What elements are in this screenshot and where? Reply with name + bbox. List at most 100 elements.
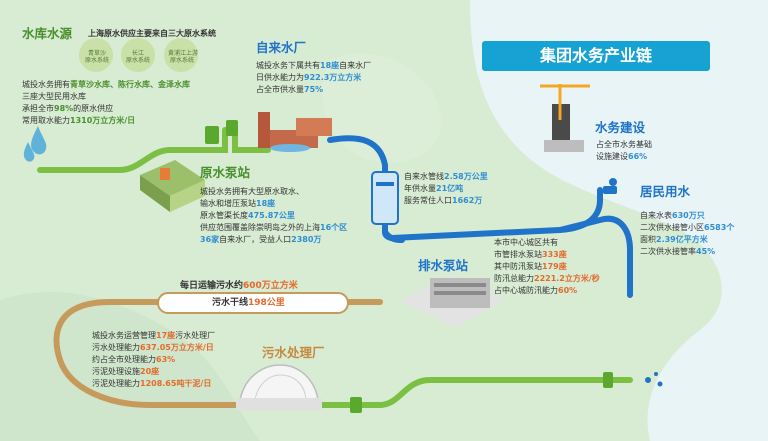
text: 城投水务运营管理: [92, 331, 156, 340]
network-line-2: 年供水量21亿吨: [404, 184, 463, 194]
text: 本市中心城区共有: [494, 238, 558, 247]
faucet-icon: [603, 178, 617, 194]
text: 污水干线: [212, 298, 249, 308]
raw-water-pipe-joints: [205, 120, 238, 144]
construction-line-2: 设施建设66%: [596, 152, 647, 162]
sewage-pipe: [53, 299, 383, 408]
text: 其中防汛泵站: [494, 262, 542, 271]
treatment-line-1: 城投水务运营管理17座污水处理厂: [92, 331, 215, 341]
value: 36家: [200, 235, 220, 244]
sewage-trunk-pipe: [157, 292, 349, 314]
treatment-line-2: 污水处理能力637.05万立方米/日: [92, 343, 214, 353]
value: 45%: [696, 247, 716, 256]
drainage-line-2: 市管排水泵站333座: [494, 250, 567, 260]
text: 设施建设: [596, 152, 628, 161]
water-tank: [371, 171, 399, 225]
text: 城投水务拥有: [22, 80, 70, 89]
treated-water-pipe-joints: [350, 372, 613, 413]
plant-line-1: 城投水务下属共有18座自来水厂: [256, 61, 371, 71]
residential-line-2: 二次供水接管小区6583个: [640, 223, 734, 233]
raw-water-pipe: [37, 127, 271, 173]
sewage-treatment-plant-illustration: [236, 364, 322, 410]
text: 污水处理能力: [92, 343, 140, 352]
raw-system-2-line1: 长江: [131, 50, 144, 57]
treatment-line-5: 污泥处理能力1208.65吨干泥/日: [92, 379, 211, 389]
residential-line-1: 自来水表630万只: [640, 211, 705, 221]
text: 输水和增压泵站: [200, 199, 256, 208]
daily-sewage-label: 每日运输污水约600万立方米: [180, 281, 298, 291]
river-area: [470, 0, 768, 441]
value: 1310万立方米/日: [70, 116, 136, 125]
clean-water-pipe: [327, 135, 633, 298]
text: 占中心城防汛能力: [494, 286, 558, 295]
text: 服务常住人口: [404, 196, 452, 205]
reservoir-line-4: 常用取水能力1310万立方米/日: [22, 116, 135, 126]
drainage-line-5: 占中心城防汛能力60%: [494, 286, 577, 296]
pump-line-3: 原水管渠长度475.87公里: [200, 211, 295, 221]
network-line-3: 服务常住人口1662万: [404, 196, 482, 206]
treated-water-pipe: [297, 377, 633, 408]
water-drop-icons: [23, 126, 47, 162]
page-title-banner: 集团水务产业链: [482, 41, 710, 71]
raw-system-3-line1: 黄浦江上游: [168, 50, 199, 57]
value: 637.05万立方米/日: [140, 343, 214, 352]
plant-line-2: 日供水能力为922.3万立方米: [256, 73, 361, 83]
value: 333座: [542, 250, 567, 259]
text: 自来水厂，受益人口: [219, 235, 292, 244]
water-plant-illustration: [258, 112, 332, 152]
raw-water-pump-station-illustration: [140, 160, 205, 212]
drainage-station-title: 排水泵站: [418, 258, 469, 273]
raw-system-3-line2: 原水系统: [169, 57, 194, 64]
value: 16个区: [320, 223, 348, 232]
value: 6583个: [704, 223, 735, 232]
construction-illustration: [540, 84, 590, 152]
text: 三座大型民用水库: [22, 92, 86, 101]
value: 60%: [558, 286, 578, 295]
text: 污水处理厂: [175, 331, 216, 340]
text: 污泥处理设施: [92, 367, 140, 376]
text: 自来水厂: [339, 61, 372, 70]
reservoir-subtitle: 上海原水供应主要来自三大原水系统: [88, 29, 216, 38]
sewage-trunk-label: 污水干线198公里: [212, 298, 285, 308]
text: 占全市供水量: [256, 85, 304, 94]
text: 市管排水泵站: [494, 250, 542, 259]
treatment-line-3: 约占全市处理能力63%: [92, 355, 175, 365]
value: 475.87公里: [248, 211, 295, 220]
text: 日供水能力为: [256, 73, 304, 82]
pump-station-title: 原水泵站: [200, 165, 251, 180]
raw-system-3: 黄浦江上游 原水系统: [168, 50, 199, 64]
construction-title: 水务建设: [595, 120, 646, 135]
residential-title: 居民用水: [640, 184, 691, 199]
raw-system-2: 长江 原水系统: [126, 50, 150, 64]
network-line-1: 自来水管线2.58万公里: [404, 172, 488, 182]
value: 2.39亿平方米: [656, 235, 708, 244]
text: 城投水务下属共有: [256, 61, 320, 70]
text: 自来水表: [640, 211, 672, 220]
drainage-line-3: 其中防汛泵站179座: [494, 262, 567, 272]
raw-system-1-line2: 原水系统: [85, 57, 110, 64]
drainage-line-4: 防汛总能力2221.2立方米/秒: [494, 274, 600, 284]
value: 2380万: [291, 235, 322, 244]
raw-water-system-icons: [79, 38, 198, 72]
residential-line-3: 面积2.39亿平方米: [640, 235, 708, 245]
drainage-pump-station-illustration: [400, 275, 505, 328]
value: 17座: [156, 331, 176, 340]
value: 18座: [320, 61, 340, 70]
pump-line-4: 供应范围覆盖除崇明岛之外的上海16个区: [200, 223, 347, 233]
treatment-plant-title: 污水处理厂: [262, 345, 325, 360]
value: 20座: [140, 367, 160, 376]
value: 600万立方米: [243, 281, 298, 291]
value: 98%: [54, 104, 74, 113]
land-patch: [322, 53, 442, 163]
text: 占全市水务基础: [596, 140, 652, 149]
value: 1662万: [452, 196, 483, 205]
text: 常用取水能力: [22, 116, 70, 125]
text: 原水管渠长度: [200, 211, 248, 220]
text: 城投水务拥有大型原水取水、: [200, 187, 304, 196]
text: 二次供水接管率: [640, 247, 696, 256]
text: 污泥处理能力: [92, 379, 140, 388]
text: 供应范围覆盖除崇明岛之外的上海: [200, 223, 320, 232]
raw-system-1-line1: 青草沙: [87, 50, 106, 57]
value: 1208.65吨干泥/日: [140, 379, 212, 388]
